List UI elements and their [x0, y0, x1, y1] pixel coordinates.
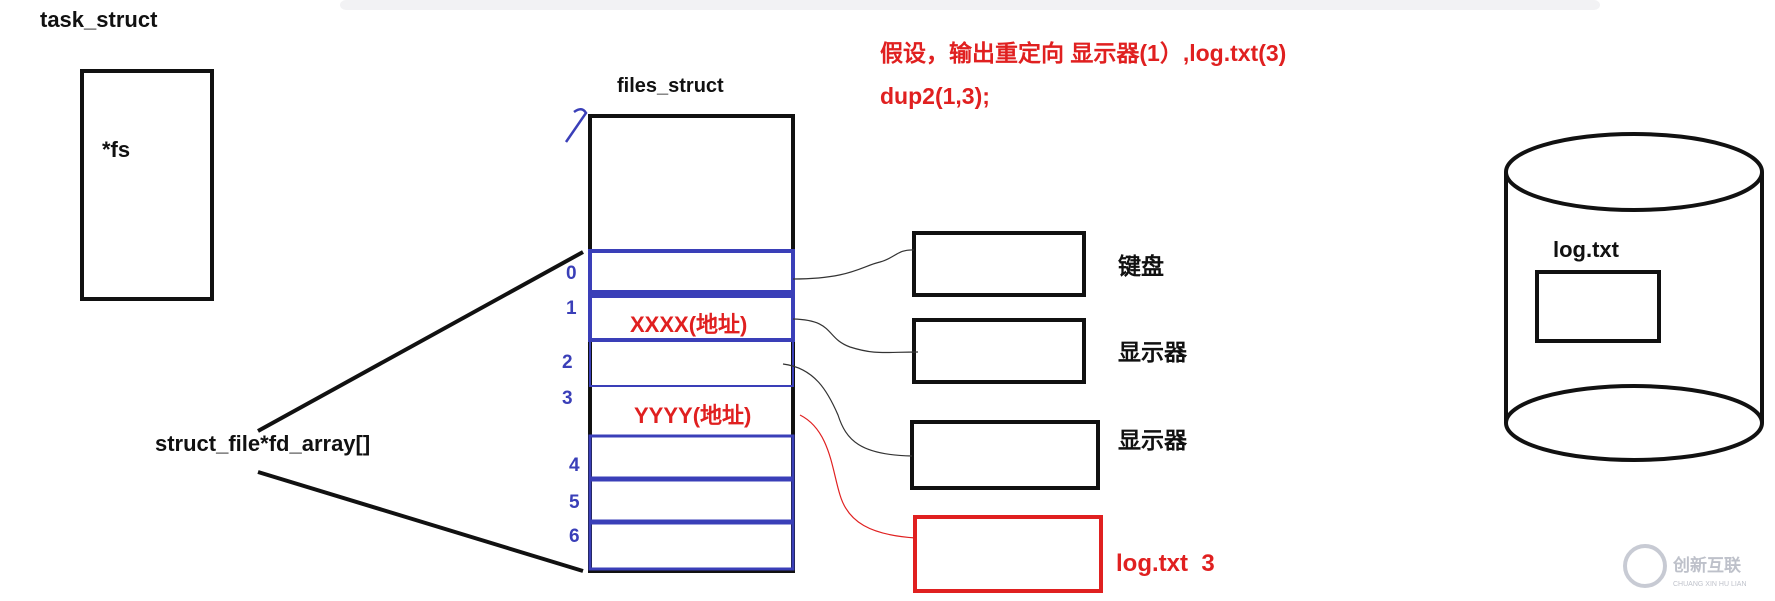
disk-file-box [1535, 270, 1661, 343]
fd-index-5: 5 [569, 492, 580, 513]
fd-index-2: 2 [562, 352, 573, 373]
fd-array-label: struct_file*fd_array[] [155, 431, 370, 456]
fd-index-6: 6 [569, 526, 580, 547]
fd-slot-5 [588, 478, 795, 523]
link-fd0-keyboard [792, 249, 915, 280]
fd-slot-4 [588, 434, 795, 480]
fd-array-bracket-bottom [257, 470, 584, 573]
slot-3-address: YYYY(地址) [634, 403, 751, 428]
disk-bottom [1504, 384, 1764, 462]
note-line-1: 假设，输出重定向 显示器(1）,log.txt(3) [880, 40, 1286, 66]
files-struct-title: files_struct [617, 75, 724, 97]
watermark-text: 创新互联 [1672, 555, 1741, 575]
fd-slot-0 [588, 249, 795, 294]
files-struct-box [588, 114, 795, 573]
fd-index-1: 1 [566, 298, 577, 319]
link-fd1-display1 [792, 318, 919, 354]
disk-label: log.txt [1553, 237, 1620, 262]
display1-device-box [912, 318, 1086, 384]
fd-index-0: 0 [566, 263, 577, 284]
slot-1-address: XXXX(地址) [630, 312, 747, 337]
fd-slot-6 [588, 521, 795, 571]
arrow-pointer [564, 108, 588, 143]
link-fd3-logfile [799, 414, 917, 539]
watermark-logo: 创新互联 CHUANG XIN HU LIAN [1623, 544, 1747, 588]
display2-device-box [910, 420, 1100, 490]
keyboard-device-box [912, 231, 1086, 297]
note-line-2: dup2(1,3); [880, 83, 990, 109]
disk-body [1504, 172, 1764, 423]
keyboard-label: 键盘 [1118, 253, 1164, 279]
disk-top [1504, 132, 1764, 212]
fd-array-bracket-top [257, 250, 584, 433]
display1-label: 显示器 [1118, 339, 1188, 365]
fd-slot-2 [589, 339, 794, 387]
link-fd2-display2 [782, 363, 913, 457]
watermark-subtext: CHUANG XIN HU LIAN [1673, 581, 1747, 588]
task-struct-title: task_struct [40, 7, 158, 32]
top-bar [340, 0, 1600, 10]
watermark-icon [1623, 544, 1667, 588]
logfile-label: log.txt 3 [1116, 550, 1215, 577]
fd-index-4: 4 [569, 455, 580, 476]
logfile-device-box [913, 515, 1103, 593]
display2-label: 显示器 [1118, 427, 1188, 453]
fs-field-label: *fs [102, 137, 130, 162]
task-struct-box [80, 69, 214, 301]
fd-index-3: 3 [562, 388, 573, 409]
